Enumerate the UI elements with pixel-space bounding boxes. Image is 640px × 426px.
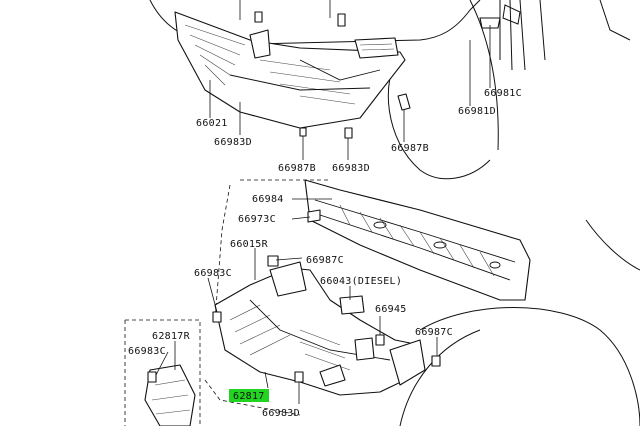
callout-labels: 66021 66983D 66987B 66983D 66981C 66981D… bbox=[128, 88, 522, 419]
callout-62817[interactable]: 62817 bbox=[233, 391, 265, 402]
undercover-lower-62817 bbox=[214, 261, 426, 396]
callout-62817r[interactable]: 62817R bbox=[152, 331, 191, 342]
reference-dashed-outline bbox=[124, 179, 330, 426]
callout-66983d-top[interactable]: 66983D bbox=[214, 137, 252, 148]
callout-66021[interactable]: 66021 bbox=[196, 118, 228, 129]
callout-66987c-left[interactable]: 66987C bbox=[306, 255, 344, 266]
callout-66987c-right[interactable]: 66987C bbox=[415, 327, 453, 338]
callout-66043-diesel[interactable]: 66043(DIESEL) bbox=[320, 276, 402, 287]
callout-66981c[interactable]: 66981C bbox=[484, 88, 522, 99]
callout-highlight-62817 bbox=[229, 389, 269, 402]
callout-66973c[interactable]: 66973C bbox=[238, 214, 276, 225]
bracket-62817r bbox=[144, 364, 196, 426]
callout-66015r[interactable]: 66015R bbox=[230, 239, 269, 250]
callout-66987b-left[interactable]: 66987B bbox=[278, 163, 316, 174]
fasteners-upper bbox=[254, 11, 411, 139]
callout-66981d[interactable]: 66981D bbox=[458, 106, 496, 117]
callout-66983d-bottom[interactable]: 66983D bbox=[262, 408, 300, 419]
fasteners-lower bbox=[212, 209, 441, 383]
callout-66983d-mid[interactable]: 66983D bbox=[332, 163, 370, 174]
leaders-lower bbox=[155, 198, 438, 404]
crossmember-66984 bbox=[304, 179, 531, 301]
leaders-upper bbox=[209, 0, 491, 160]
callout-66984[interactable]: 66984 bbox=[252, 194, 284, 205]
callout-66983c-low[interactable]: 66983C bbox=[128, 346, 166, 357]
undercover-upper-66021 bbox=[174, 11, 501, 129]
callout-66945[interactable]: 66945 bbox=[375, 304, 407, 315]
vehicle-body-outline bbox=[149, 0, 640, 426]
callout-66983c[interactable]: 66983C bbox=[194, 268, 232, 279]
callout-66987b-right[interactable]: 66987B bbox=[391, 143, 429, 154]
